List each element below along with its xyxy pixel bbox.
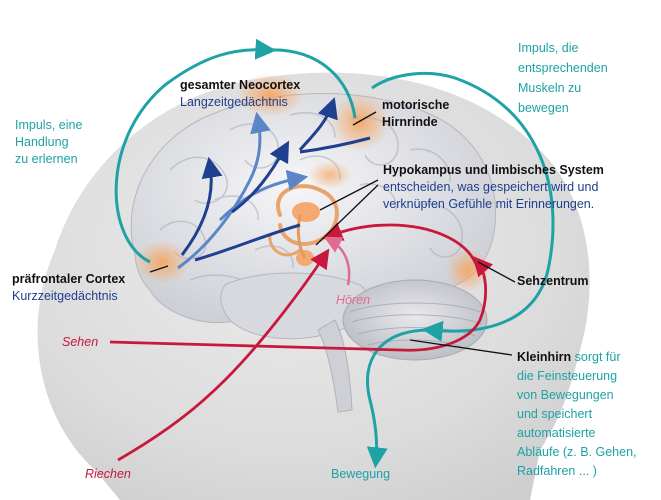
- hippocampus-title: Hypokampus und limbisches System: [383, 163, 604, 177]
- brainstem: [317, 319, 353, 413]
- glow-motor-cortex: [330, 92, 390, 152]
- kleinhirn-desc-line-4: automatisierte: [517, 426, 596, 440]
- impuls-muskeln-line-3: Muskeln zu: [518, 81, 582, 95]
- cerebellum: [342, 279, 488, 361]
- impuls-muskeln-line-1: Impuls, die: [518, 41, 579, 55]
- red-arrow-sehen-to-limbic: [322, 222, 480, 271]
- impuls-handlung-line-1: Impuls, eine: [15, 118, 83, 132]
- prefrontal-subtitle: Kurzzeitgedächtnis: [12, 289, 118, 303]
- pointer-lines: [149, 111, 516, 356]
- label-bewegung: Bewegung: [331, 467, 391, 481]
- label-riechen: Riechen: [85, 467, 131, 481]
- cerebellum-folia: [349, 302, 483, 348]
- impuls-handlung-line-3: zu erlernen: [15, 152, 78, 166]
- glow-temporal: [308, 161, 352, 189]
- red-arrow-sehen: [109, 256, 494, 352]
- kleinhirn-first-line: Kleinhirn sorgt für: [517, 348, 637, 367]
- label-hippocampus: Hypokampus und limbisches System entsche…: [383, 162, 604, 213]
- hippocampus-desc-line-2: verknüpfen Gefühle mit Erinnerungen.: [383, 197, 595, 211]
- hippocampus-desc-line-1: entscheiden, was gespeichert wird und: [383, 180, 599, 194]
- teal-arrow-neocortex-to-motor: [267, 48, 357, 119]
- kleinhirn-desc-line-1: die Feinsteuerung: [517, 369, 618, 383]
- label-sehen: Sehen: [62, 335, 99, 349]
- kleinhirn-desc-line-2: von Bewegungen: [517, 388, 614, 402]
- kleinhirn-desc-line-6: Radfahren ... ): [517, 464, 597, 478]
- kleinhirn-desc-line-5: Abläufe (z. B. Gehen,: [517, 445, 637, 459]
- neocortex-title: gesamter Neocortex: [180, 78, 301, 92]
- label-kleinhirn: Kleinhirn sorgt für die Feinsteuerung vo…: [517, 348, 637, 481]
- neocortex-subtitle: Langzeitgedächtnis: [180, 95, 288, 109]
- teal-arrow-motor-to-muscles: [371, 71, 555, 342]
- kleinhirn-title: Kleinhirn: [517, 350, 572, 364]
- impuls-handlung-line-2: Handlung: [15, 135, 69, 149]
- impuls-muskeln-line-4: bewegen: [518, 101, 569, 115]
- label-impuls-muskeln: Impuls, die entsprechenden Muskeln zu be…: [518, 38, 608, 118]
- blue-arrows-memory: [177, 97, 371, 270]
- red-arrow-riechen: [117, 248, 330, 462]
- kleinhirn-desc-first: sorgt für: [574, 350, 621, 364]
- motor-cortex-line-1: motorische: [382, 98, 450, 112]
- label-prefrontal-cortex: präfrontaler Cortex Kurzzeitgedächtnis: [12, 271, 125, 305]
- motor-cortex-line-2: Hirnrinde: [382, 115, 438, 129]
- glow-neocortex: [236, 73, 304, 117]
- label-motor-cortex: motorische Hirnrinde: [382, 97, 449, 131]
- teal-arrow-prefrontal-to-neocortex: [114, 38, 277, 264]
- pink-arrow-hoeren: [323, 236, 351, 286]
- label-neocortex: gesamter Neocortex Langzeitgedächtnis: [180, 77, 300, 111]
- label-sehzentrum: Sehzentrum: [517, 274, 589, 288]
- teal-arrow-cerebellum-to-movement: [366, 328, 431, 469]
- label-hoeren: Hören: [336, 293, 371, 307]
- prefrontal-title: präfrontaler Cortex: [12, 272, 126, 286]
- kleinhirn-desc-line-3: und speichert: [517, 407, 593, 421]
- impuls-muskeln-line-2: entsprechenden: [518, 61, 608, 75]
- label-impuls-handlung: Impuls, eine Handlung zu erlernen: [15, 117, 82, 168]
- glow-prefrontal: [134, 240, 190, 284]
